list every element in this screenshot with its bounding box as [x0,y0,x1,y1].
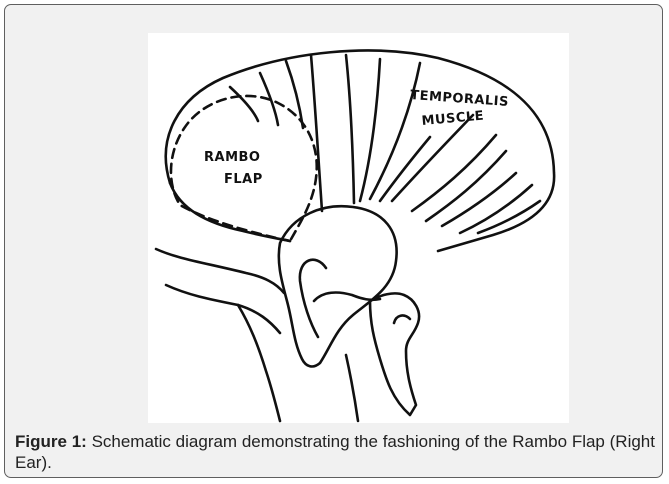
face-contour-upper [156,249,284,293]
face-contour-lower [166,285,280,333]
mandible-bone [370,293,419,415]
ear-helix [279,206,397,366]
rambo-flap-outline [171,96,317,241]
diagram-drawing: RAMBO FLAP TEMPORALIS MUSCLE [148,33,569,423]
figure-caption: Figure 1: Schematic diagram demonstratin… [15,431,655,473]
muscle-fibres [230,55,540,233]
caption-label: Figure 1: [15,432,87,451]
temporalis-label-line1: TEMPORALIS [410,88,510,110]
rambo-label-line2: FLAP [224,172,263,187]
rambo-label-line1: RAMBO [204,150,260,165]
bone-notch [394,316,410,323]
figure-card: RAMBO FLAP TEMPORALIS MUSCLE Figure 1: S… [4,4,663,478]
muscle-lower-edge [170,183,290,241]
neck-back-contour [346,355,358,421]
temporalis-label-line2: MUSCLE [421,109,485,129]
schematic-diagram: RAMBO FLAP TEMPORALIS MUSCLE [148,33,569,423]
neck-contour [238,305,280,421]
caption-text: Schematic diagram demonstrating the fash… [15,432,655,472]
ear-concha [300,260,326,337]
